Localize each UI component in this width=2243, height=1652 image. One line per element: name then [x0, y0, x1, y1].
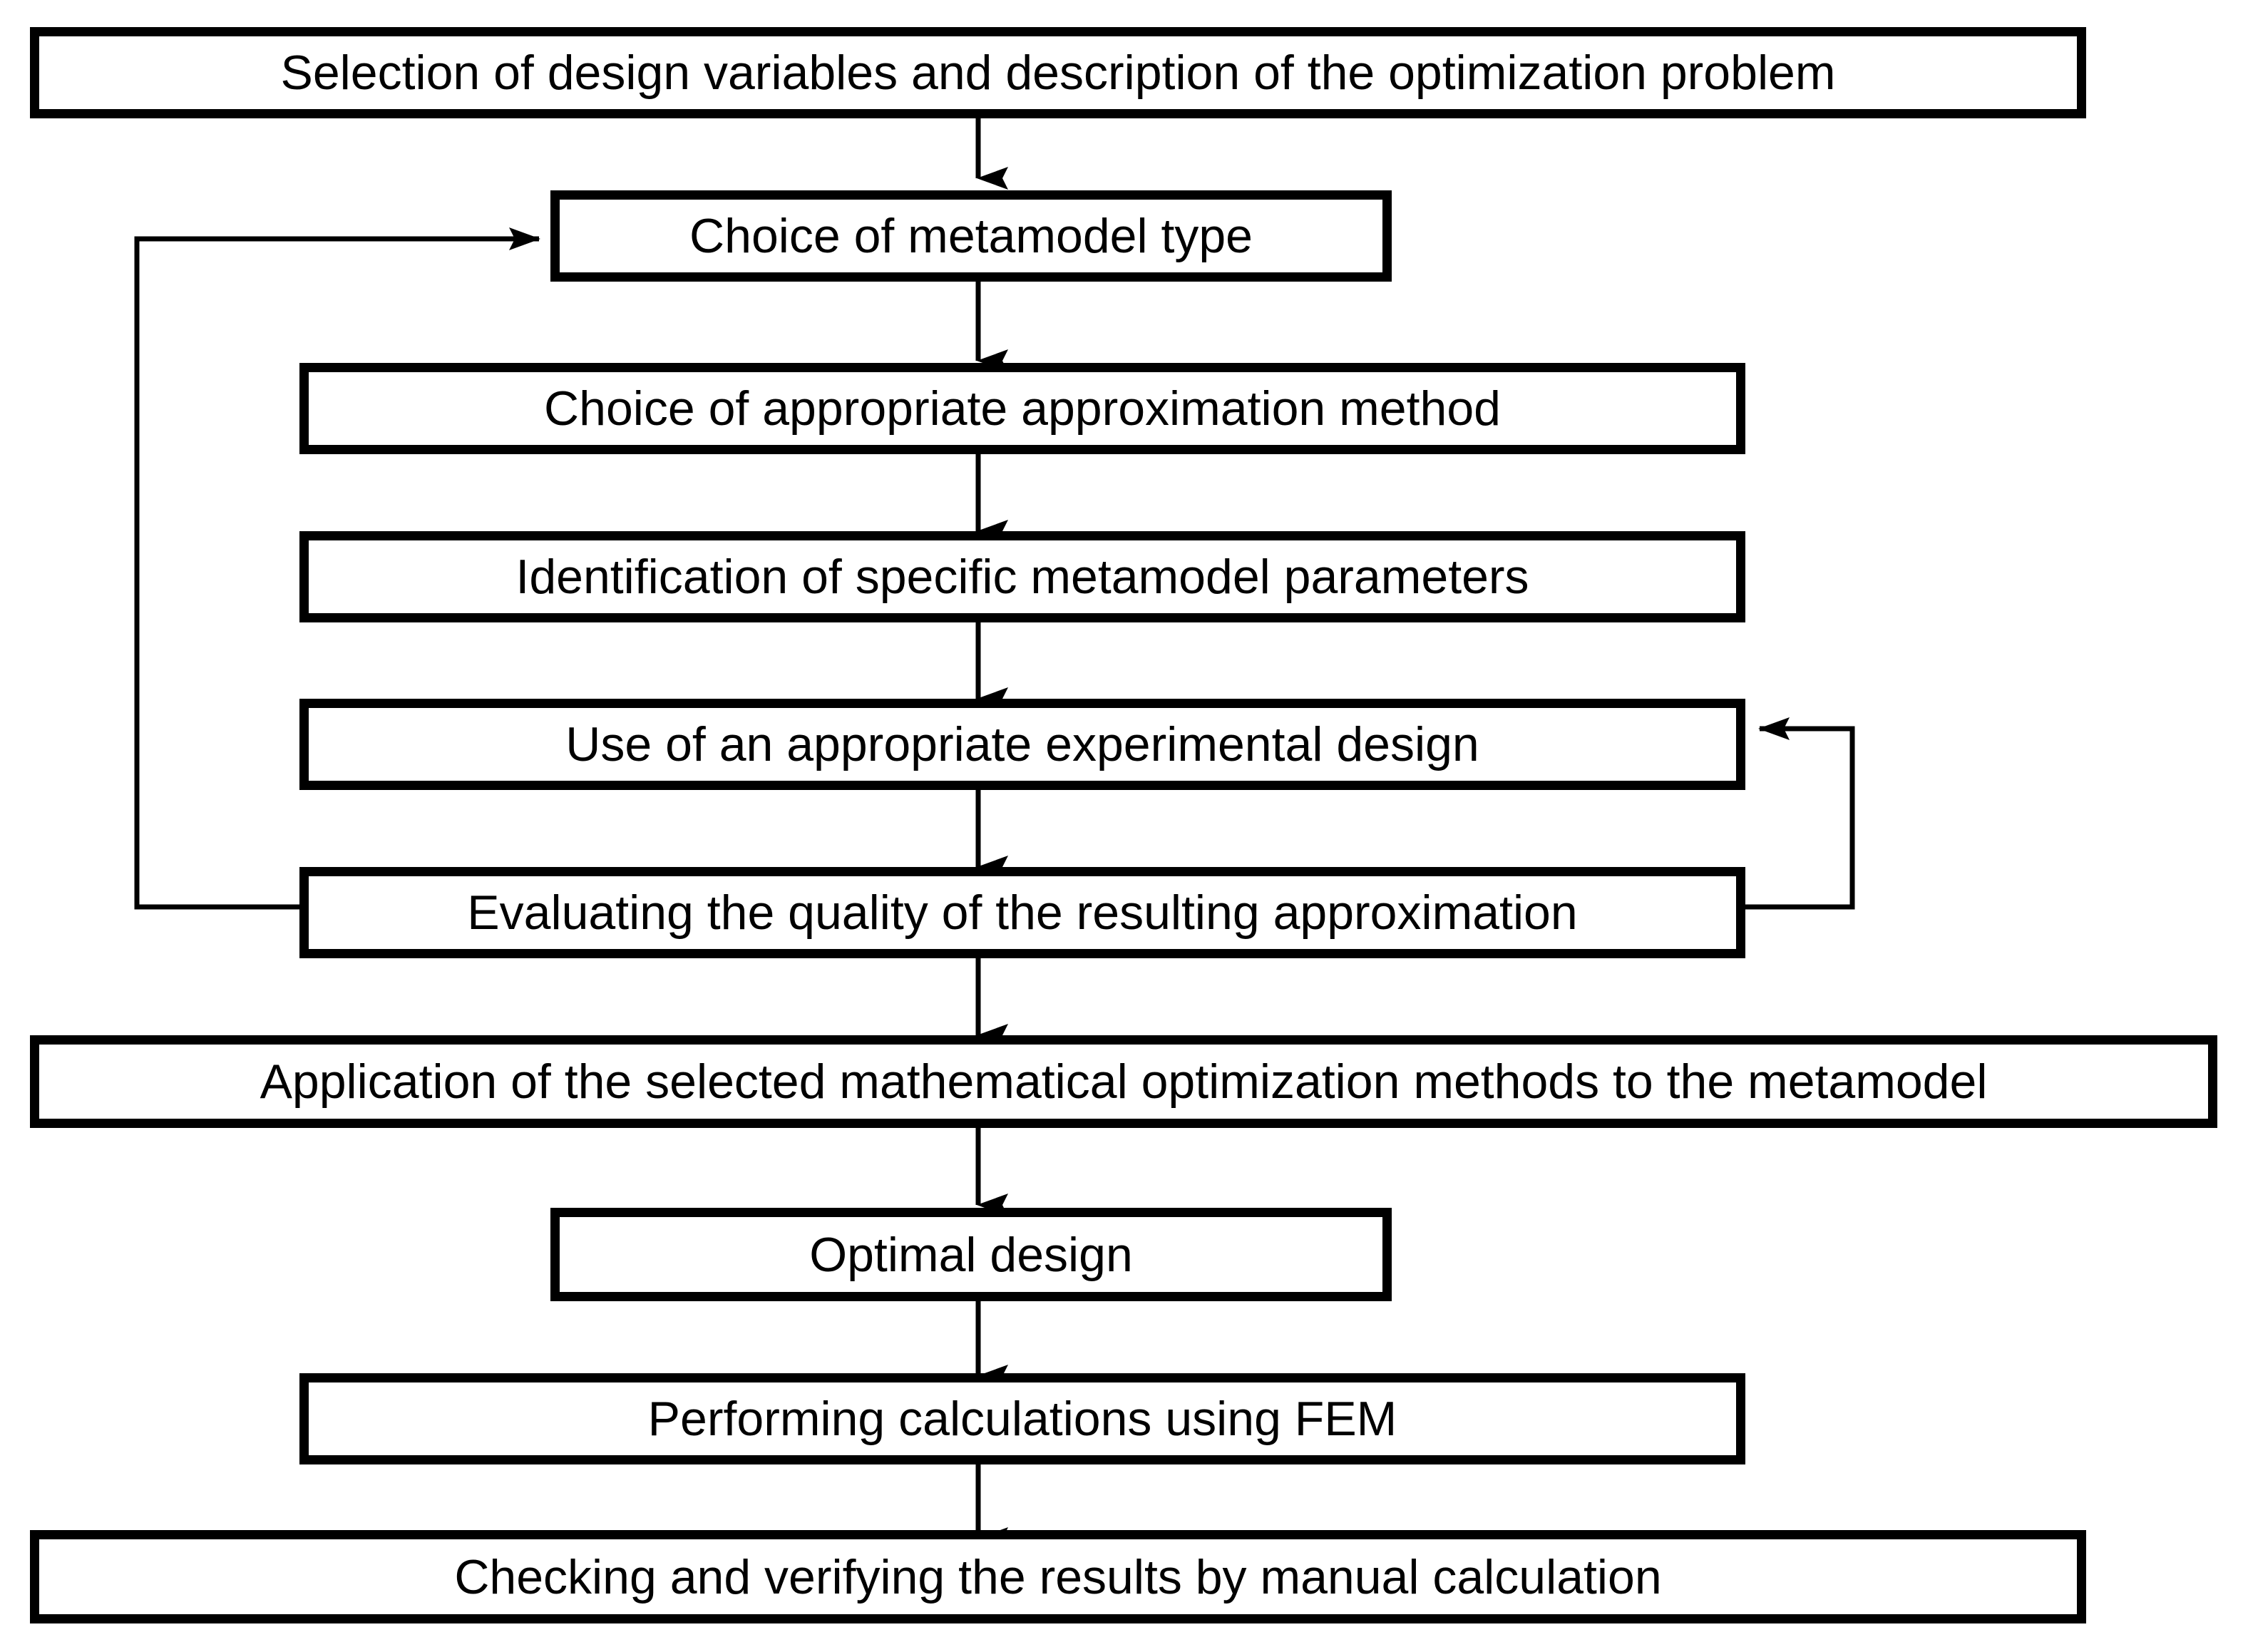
- node-label: Choice of metamodel type: [689, 209, 1253, 263]
- node-label: Evaluating the quality of the resulting …: [467, 886, 1578, 940]
- node-checking-and-verifying-results[interactable]: Checking and verifying the results by ma…: [30, 1530, 2086, 1623]
- node-choice-of-metamodel-type[interactable]: Choice of metamodel type: [550, 190, 1392, 282]
- node-optimal-design[interactable]: Optimal design: [550, 1208, 1392, 1301]
- node-application-of-optimization-methods[interactable]: Application of the selected mathematical…: [30, 1035, 2217, 1128]
- node-identification-of-metamodel-parameters[interactable]: Identification of specific metamodel par…: [299, 531, 1745, 622]
- node-label: Application of the selected mathematical…: [260, 1055, 1988, 1109]
- node-label: Use of an appropriate experimental desig…: [565, 717, 1479, 771]
- node-use-of-experimental-design[interactable]: Use of an appropriate experimental desig…: [299, 699, 1745, 790]
- node-label: Selection of design variables and descri…: [280, 46, 1836, 100]
- node-label: Checking and verifying the results by ma…: [454, 1549, 1662, 1604]
- node-evaluating-quality-of-approximation[interactable]: Evaluating the quality of the resulting …: [299, 867, 1745, 958]
- node-label: Performing calculations using FEM: [647, 1392, 1397, 1446]
- node-label: Choice of appropriate approximation meth…: [544, 381, 1501, 436]
- node-selection-of-design-variables[interactable]: Selection of design variables and descri…: [30, 27, 2086, 118]
- node-label: Optimal design: [809, 1227, 1133, 1282]
- edge-n6-n5-feedback-right: [1745, 717, 1855, 910]
- node-label: Identification of specific metamodel par…: [515, 550, 1529, 604]
- node-performing-calculations-using-fem[interactable]: Performing calculations using FEM: [299, 1373, 1745, 1464]
- node-choice-of-approximation-method[interactable]: Choice of appropriate approximation meth…: [299, 363, 1745, 454]
